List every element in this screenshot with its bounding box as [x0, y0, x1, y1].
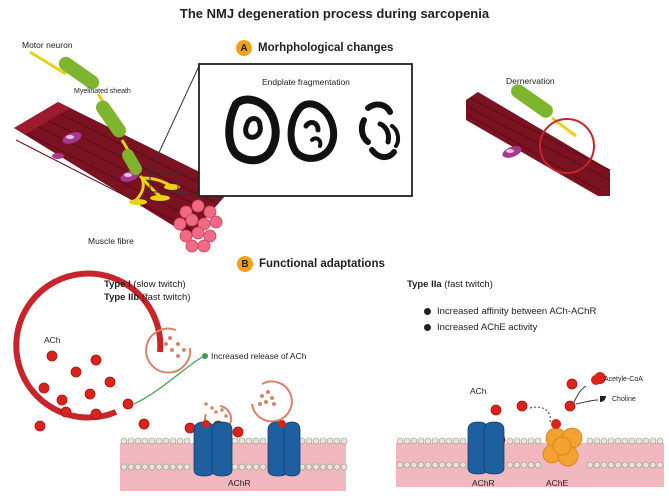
endplate-box	[198, 63, 413, 197]
section-b-label: Functional adaptations	[259, 258, 385, 270]
section-a-header: A Morhphological changes	[236, 40, 393, 56]
right-membrane-heads	[396, 437, 664, 469]
bullet-ache-activity: Increased AChE activity	[424, 322, 537, 333]
endplate-shapes	[225, 95, 401, 165]
denervation-illustration	[465, 84, 611, 196]
bullet-affinity-text: Increased affinity between ACh-AChR	[437, 306, 597, 317]
type-iia-label: Type IIa (fast twitch)	[407, 279, 493, 290]
achr-left-label: AChR	[228, 478, 251, 488]
ach-left-label: ACh	[44, 335, 61, 345]
myelinated-sheath-label: Myelinated sheath	[74, 88, 131, 95]
type-i-label: Type I (slow twitch)	[104, 279, 186, 290]
figure-title: The NMJ degeneration process during sarc…	[179, 6, 490, 21]
type-iib-name: Type IIb	[104, 292, 140, 303]
type-i-name: Type I	[104, 279, 131, 290]
left-synapse	[13, 270, 348, 491]
bullet-dot	[424, 308, 431, 315]
right-synapse	[396, 372, 664, 487]
bullet-dot	[424, 324, 431, 331]
ache-enzyme	[542, 427, 583, 467]
motor-neuron	[29, 50, 180, 205]
acetyl-coa-label: Acetyle-CoA	[604, 376, 643, 383]
choline-label: Choline	[612, 396, 636, 403]
type-iia-desc: (fast twitch)	[441, 279, 493, 290]
zoom-lines	[149, 65, 200, 197]
increased-release-label: Increased release of ACh	[211, 351, 307, 361]
bullet-affinity: Increased affinity between ACh-AChR	[424, 306, 596, 317]
section-b-badge: B	[237, 256, 253, 272]
type-iia-name: Type IIa	[407, 279, 442, 290]
bullet-ache-activity-text: Increased AChE activity	[437, 322, 538, 333]
type-i-desc: (slow twitch)	[130, 279, 186, 290]
muscle-fibre-label: Muscle fibre	[88, 236, 134, 246]
motor-neuron-label: Motor neuron	[22, 40, 73, 50]
section-b-header: B Functional adaptations	[237, 256, 385, 272]
section-a-badge: A	[236, 40, 252, 56]
denervation-label: Dernervation	[506, 76, 555, 86]
endplate-fragmentation-label: Endplate fragmentation	[262, 77, 350, 87]
type-iib-label: Type IIb (fast twitch)	[104, 292, 190, 303]
ache-label: AChE	[546, 478, 569, 488]
type-iib-desc: (fast twitch)	[139, 292, 191, 303]
section-a-label: Morhphological changes	[258, 42, 394, 54]
achr-right-label: AChR	[472, 478, 495, 488]
ach-right-label: ACh	[470, 386, 487, 396]
